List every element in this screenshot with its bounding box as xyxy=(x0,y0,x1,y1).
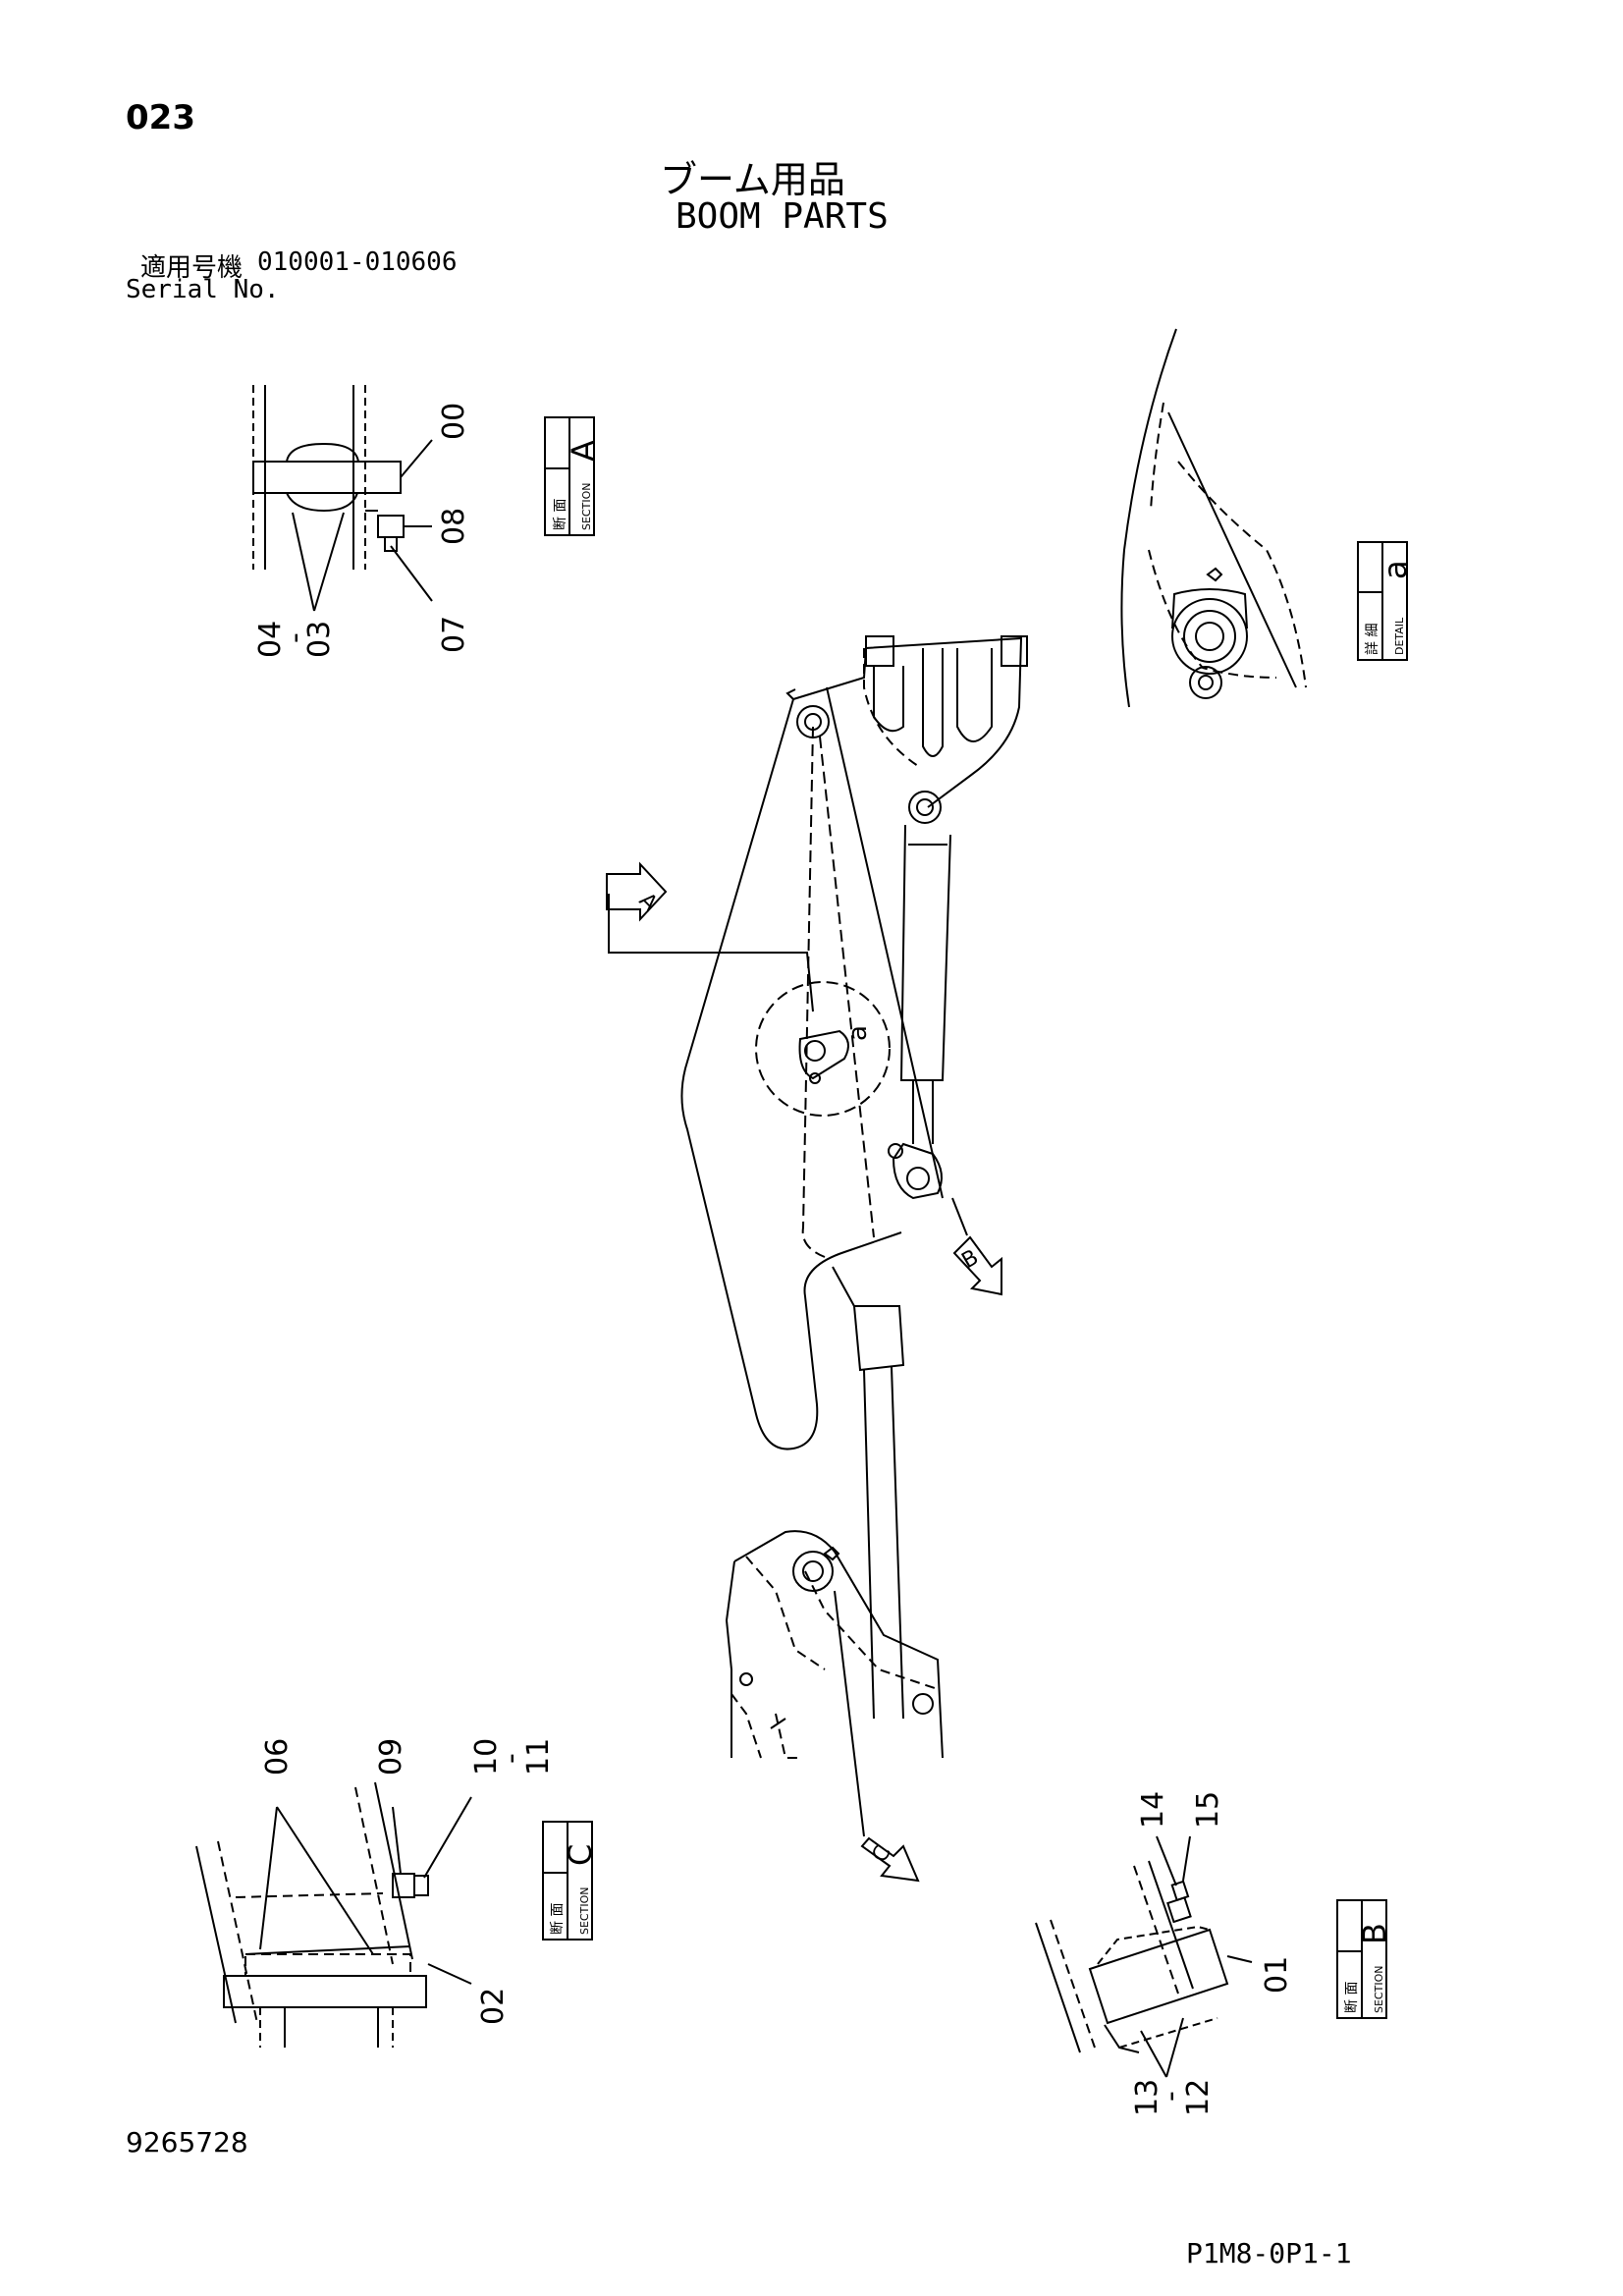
callout-dash: - xyxy=(278,632,312,643)
callout-06: 06 xyxy=(260,1738,295,1776)
callout-11: 11 xyxy=(521,1738,556,1776)
section-c-label: C 断 面 SECTION xyxy=(542,1821,599,1941)
section-b-kanji: 断 面 xyxy=(1344,1982,1360,2013)
callout-08: 08 xyxy=(437,508,471,545)
detail-a-kanji: 詳 細 xyxy=(1365,624,1380,655)
serial-label-english: Serial No. xyxy=(126,275,280,304)
detail-a-view: a 詳 細 DETAIL xyxy=(1120,328,1414,708)
title-japanese: ブーム用品 xyxy=(660,158,845,201)
arrow-a-letter: A xyxy=(634,889,662,916)
serial-label-japanese: 適用号機 xyxy=(140,253,243,283)
section-c-word: SECTION xyxy=(578,1887,591,1935)
section-a-view: 00 08 07 04 - 03 A 断 面 SECTION xyxy=(252,385,602,658)
section-a-callouts: 00 08 07 04 - 03 xyxy=(253,403,471,658)
section-b-view: 14 15 01 13 - 12 B 断 面 SECTION xyxy=(1035,1791,1393,2116)
section-a-label: A 断 面 SECTION xyxy=(544,416,602,536)
detail-a-word: DETAIL xyxy=(1393,617,1406,655)
detail-a-letter: a xyxy=(1377,560,1414,579)
section-c-letter: C xyxy=(562,1844,599,1866)
detail-ref-a: a xyxy=(843,1025,873,1041)
callout-09: 09 xyxy=(374,1738,408,1776)
section-a-kanji: 断 面 xyxy=(553,499,568,530)
callout-13: 13 xyxy=(1130,2079,1164,2116)
callout-dash-b: - xyxy=(1154,2091,1188,2102)
callout-dash-c: - xyxy=(494,1753,528,1764)
page-code: P1M8-0P1-1 xyxy=(1186,2237,1352,2269)
arrow-c: C xyxy=(860,1836,920,1883)
callout-03: 03 xyxy=(302,621,337,658)
arrow-b: B xyxy=(952,1235,1002,1296)
callout-10: 10 xyxy=(469,1738,504,1776)
section-a-letter: A xyxy=(565,440,602,462)
callout-15: 15 xyxy=(1191,1791,1225,1829)
serial-range: 010001-010606 xyxy=(257,247,458,277)
callout-07: 07 xyxy=(437,616,471,653)
callout-12: 12 xyxy=(1181,2079,1216,2116)
callout-02: 02 xyxy=(476,1988,511,2025)
callout-01: 01 xyxy=(1260,1956,1294,1994)
arrow-c-letter: C xyxy=(868,1841,896,1867)
callout-14: 14 xyxy=(1136,1791,1170,1829)
page-number: 023 xyxy=(126,98,195,137)
section-a-word: SECTION xyxy=(580,483,593,530)
title-english: BOOM PARTS xyxy=(676,196,889,237)
drawing-number: 9265728 xyxy=(126,2126,248,2159)
arrow-a: A xyxy=(606,861,668,922)
section-c-view: 06 09 10 - 11 02 C 断 面 SECTION xyxy=(195,1738,599,2048)
detail-a-label: a 詳 細 DETAIL xyxy=(1357,541,1414,661)
section-b-label: B 断 面 SECTION xyxy=(1336,1899,1393,2019)
boom-assembly xyxy=(608,635,1028,1837)
callout-00: 00 xyxy=(437,403,471,440)
callout-04-03: 04 xyxy=(253,621,288,658)
section-b-letter: B xyxy=(1356,1923,1393,1944)
section-b-word: SECTION xyxy=(1373,1966,1385,2013)
section-c-kanji: 断 面 xyxy=(550,1903,566,1935)
